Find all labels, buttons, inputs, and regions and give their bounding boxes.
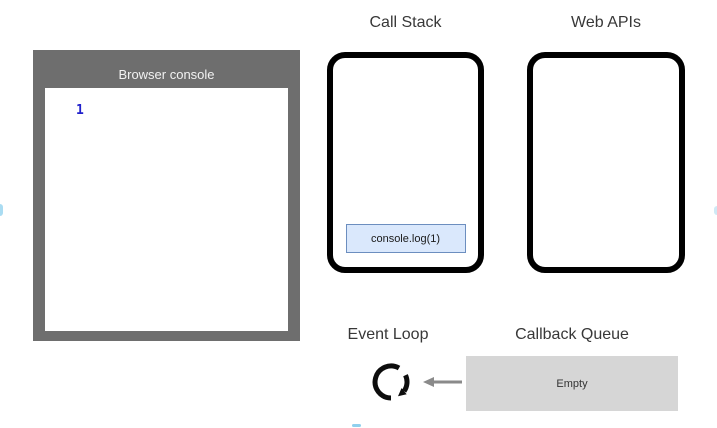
call-stack-title: Call Stack [369,14,442,31]
left-edge-marker-icon [0,204,3,216]
callback-queue-box: Empty [466,356,678,411]
event-loop-title: Event Loop [347,326,429,343]
right-edge-marker-icon [714,206,717,215]
call-stack-container: console.log(1) [327,52,484,273]
loop-arrow-icon [372,363,410,401]
left-arrow-icon [423,377,462,387]
web-apis-title: Web APIs [571,14,641,31]
browser-console-title: Browser console [118,67,215,82]
call-stack-frame: console.log(1) [345,224,466,253]
web-apis-container [527,52,685,273]
progress-dot-icon [352,424,361,427]
callback-queue-title: Callback Queue [515,326,629,343]
callback-queue-status: Empty [556,377,588,390]
browser-console-panel: Browser console 1 [33,50,300,341]
browser-console-output-area: 1 [45,88,288,331]
console-log-output: 1 [76,103,84,118]
